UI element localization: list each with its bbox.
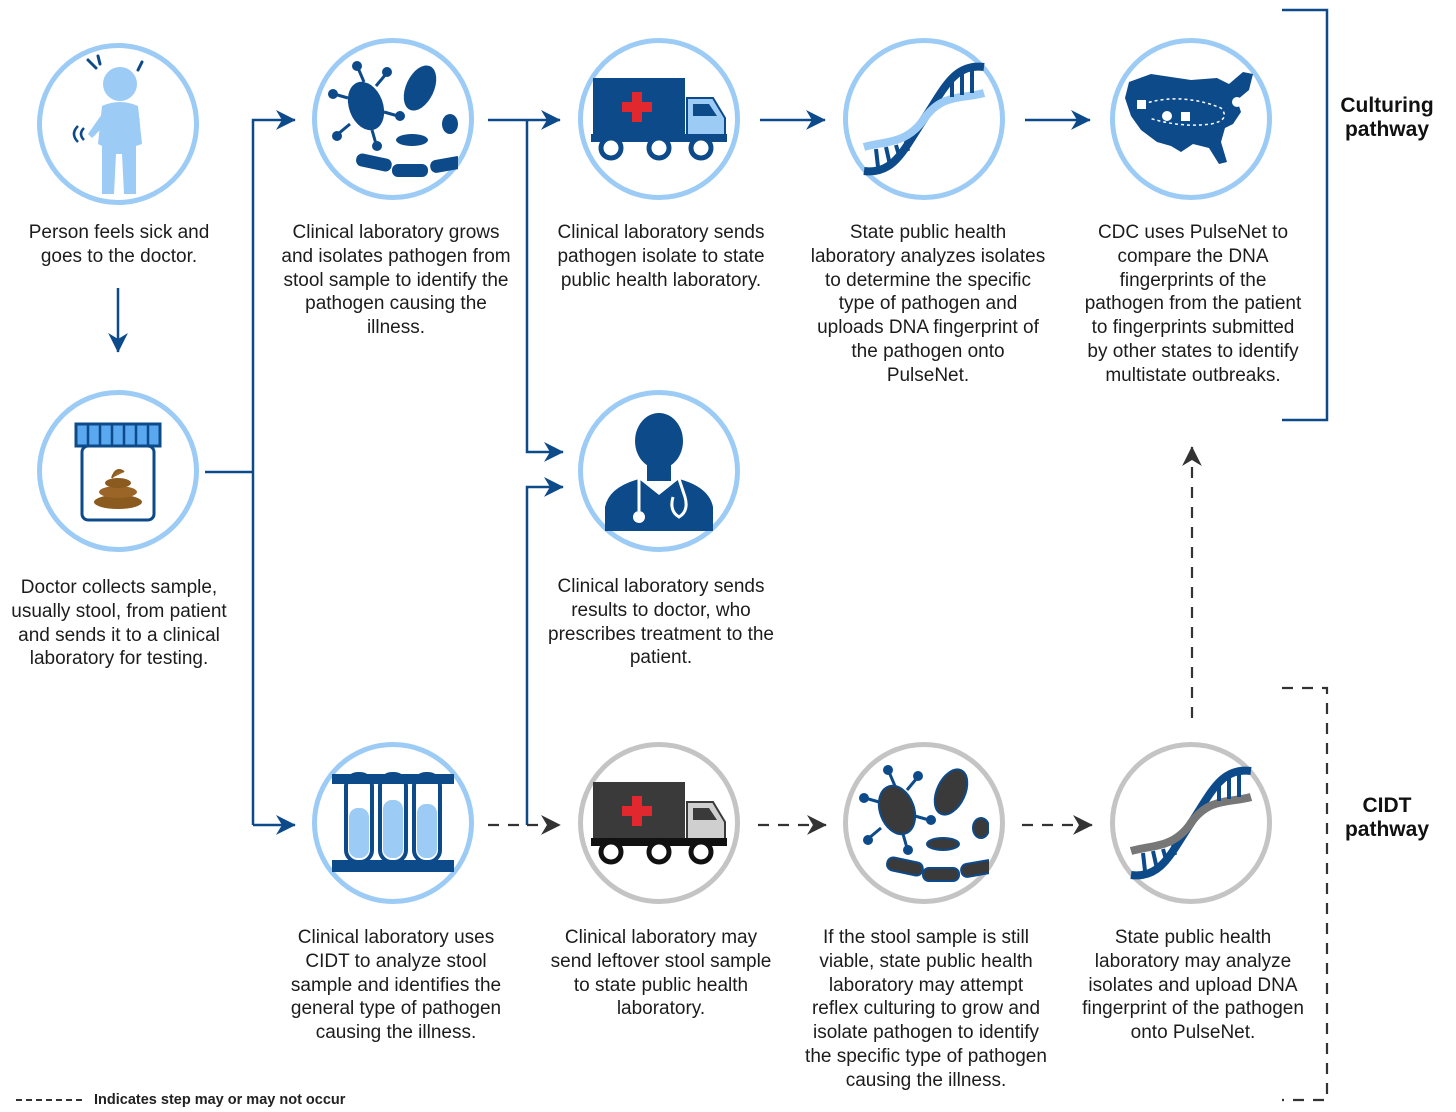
step-cdc-node	[1110, 38, 1272, 200]
step-analyze-node	[843, 38, 1005, 200]
dna-icon	[862, 62, 986, 176]
caption-leftover: Clinical laboratory may send leftover st…	[550, 927, 772, 1020]
step-leftover-node	[578, 742, 740, 904]
caption-analyze: State public health laboratory analyzes …	[810, 222, 1046, 386]
caption-cdc: CDC uses PulseNet to compare the DNA fin…	[1084, 222, 1302, 386]
step-collect-node	[37, 390, 199, 552]
step-results-node	[578, 390, 740, 552]
cidt-bracket	[1282, 686, 1329, 1102]
stool-sample-jar-icon	[74, 422, 162, 522]
dna-grey-icon	[1129, 766, 1253, 880]
caption-send-isolate: Clinical laboratory sends pathogen isola…	[557, 222, 765, 291]
step-reflex-node	[843, 742, 1005, 904]
bacteria-grey-icon	[859, 765, 989, 882]
delivery-truck-icon	[591, 78, 727, 161]
arrow-grow-to-doctor	[525, 120, 564, 462]
sick-person-icon	[72, 54, 144, 194]
arrow-to-grow	[251, 110, 296, 825]
cidt-pathway-label: CIDT pathway	[1344, 794, 1430, 841]
step-upload-node	[1110, 742, 1272, 904]
step-send-isolate-node	[578, 38, 740, 200]
legend: Indicates step may or may not occur	[16, 1092, 345, 1108]
caption-collect: Doctor collects sample, usually stool, f…	[11, 577, 227, 670]
legend-dashed-line	[16, 1099, 82, 1101]
culturing-bracket	[1282, 8, 1329, 422]
caption-reflex: If the stool sample is still viable, sta…	[805, 927, 1047, 1091]
arrow-cidt-to-doctor	[525, 477, 564, 825]
caption-upload: State public health laboratory may analy…	[1082, 927, 1304, 1044]
caption-results: Clinical laboratory sends results to doc…	[548, 576, 774, 669]
caption-grow: Clinical laboratory grows and isolates p…	[281, 222, 511, 339]
us-map-icon	[1125, 72, 1253, 164]
step-grow-node	[312, 38, 474, 200]
caption-sick: Person feels sick and goes to the doctor…	[28, 222, 210, 267]
test-tubes-icon	[332, 772, 454, 872]
culturing-pathway-label: Culturing pathway	[1340, 94, 1434, 141]
bacteria-icon	[328, 61, 458, 177]
step-sick-node	[37, 43, 199, 205]
delivery-truck-grey-icon	[591, 782, 727, 865]
legend-text: Indicates step may or may not occur	[94, 1092, 346, 1108]
doctor-icon	[605, 413, 713, 531]
step-cidt-node	[312, 742, 474, 904]
caption-cidt: Clinical laboratory uses CIDT to analyze…	[290, 927, 502, 1044]
